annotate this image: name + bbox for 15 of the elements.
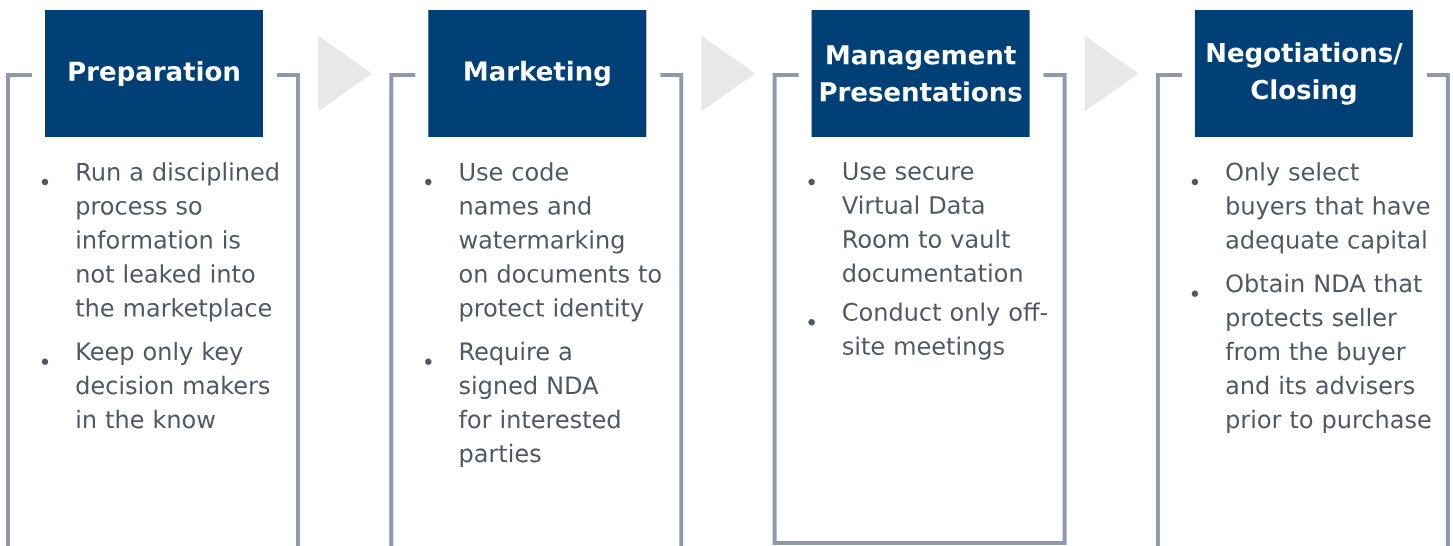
bracket-frame: [1155, 73, 1450, 546]
bullet-item: Use secure Virtual Data Room to vault documentation: [808, 162, 1022, 283]
bullet-item: Run a disciplined process so information is not leaked into the marketplace: [41, 162, 278, 322]
bracket-frame: [772, 73, 1067, 545]
heading-box: Negotiations/ Closing: [1194, 10, 1413, 137]
heading-box: Preparation: [45, 10, 263, 137]
heading-box: Management Presentations: [811, 10, 1030, 137]
bullet-item: Require a signed NDA for interested parties: [425, 341, 620, 468]
chevron-arrow: [701, 35, 756, 112]
bullet-item: Obtain NDA that protects seller from the buyer and its advisers prior to purchase: [1191, 273, 1431, 434]
bullet-item: Use code names and watermarking on documents to protect identity: [425, 162, 661, 322]
bullet-item: Conduct only off-site meetings: [808, 302, 1047, 360]
bullet-item: Only select buyers that have adequate capital: [1191, 162, 1430, 254]
heading-box: Marketing: [428, 10, 647, 137]
bullet-item: Keep only key decision makers in the know: [41, 341, 270, 429]
